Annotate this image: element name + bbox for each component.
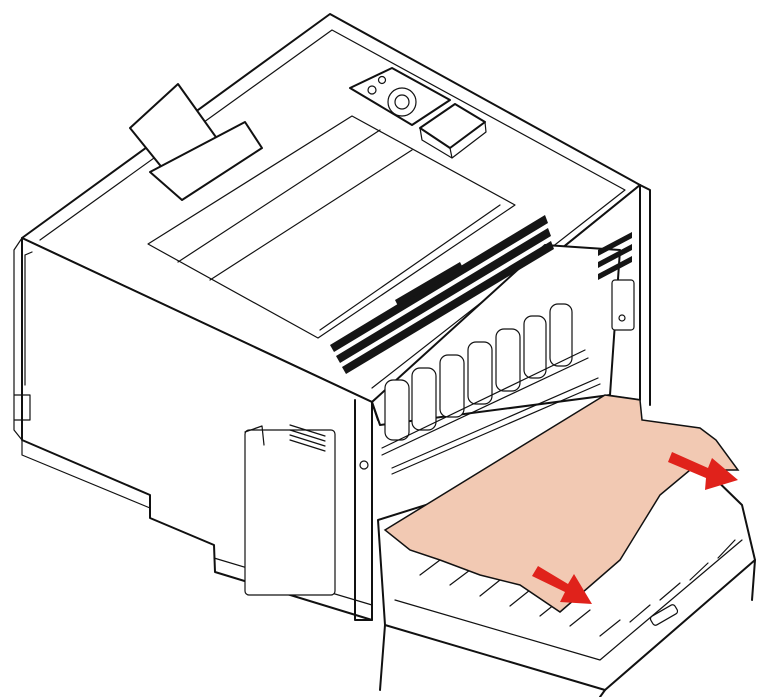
- side-cover-tab: [244, 425, 265, 446]
- fuser-grille: [330, 215, 554, 374]
- output-paper-stop: [129, 83, 263, 201]
- screw: [359, 460, 369, 470]
- control-panel-icon: [349, 67, 487, 159]
- door-handle: [649, 604, 679, 626]
- printer-front-pillar: [354, 184, 651, 621]
- pull-arrow-icon: [532, 452, 738, 604]
- printer-left-groove: [24, 251, 33, 386]
- jammed-paper-icon: [383, 394, 740, 613]
- door-ribs: [419, 539, 736, 637]
- side-access-cover: [244, 429, 336, 596]
- fuser-rollers: [381, 303, 601, 475]
- output-tray: [147, 115, 516, 339]
- pull-arrow-lower: [532, 566, 592, 604]
- rear-side-vents: [598, 232, 635, 331]
- printer-left-edge: [13, 237, 31, 441]
- pull-arrow-right: [668, 452, 738, 490]
- vent-slots: [289, 424, 326, 452]
- rear-opening: [330, 215, 635, 475]
